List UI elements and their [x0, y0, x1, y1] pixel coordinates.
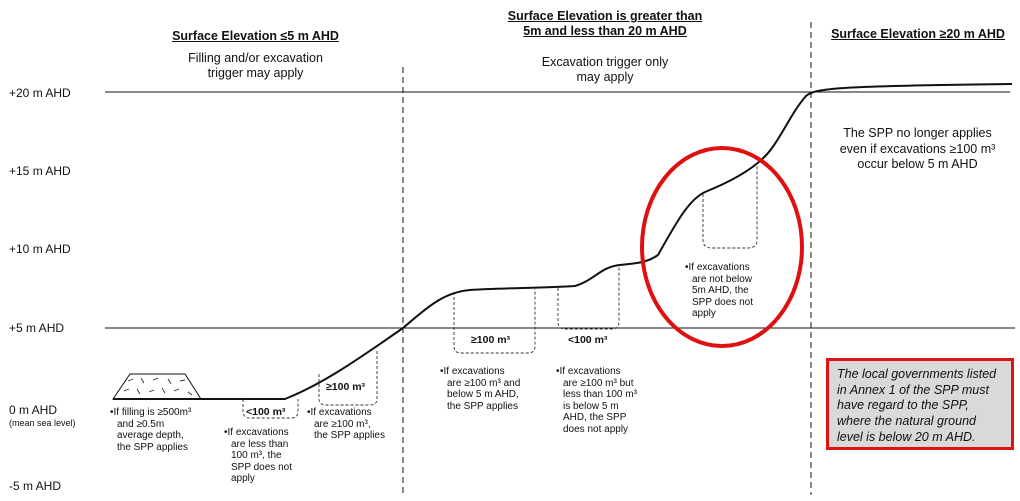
- fill-mound: [112, 373, 202, 400]
- fill-mound-texture: [123, 377, 193, 396]
- volume-label-lt100-mid: <100 m³: [568, 334, 608, 346]
- note-lt100-mid: If excavations are ≥100 m³ but less than…: [556, 366, 666, 435]
- axis-label-plus5: +5 m AHD: [9, 321, 65, 335]
- note-lt100-low: If excavations are less than 100 m³, the…: [224, 427, 309, 485]
- pit-ge100-low: [318, 350, 378, 406]
- volume-label-ge100-low: ≥100 m³: [326, 381, 366, 393]
- note-no-longer-applies: The SPP no longer applies even if excava…: [839, 126, 996, 172]
- annex-callout: The local governments listed in Annex 1 …: [826, 358, 1014, 450]
- note-not-below: If excavations are not below 5m AHD, the…: [685, 262, 780, 320]
- axis-label-plus15: +15 m AHD: [9, 164, 71, 178]
- volume-label-ge100-mid: ≥100 m³: [471, 334, 511, 346]
- axis-sublabel-msl: (mean sea level): [9, 418, 76, 428]
- volume-label-lt100-low: <100 m³: [246, 406, 286, 418]
- highlight-ellipse: [640, 146, 804, 348]
- pit-lt100-low: [242, 399, 299, 419]
- zone-title-high: Surface Elevation ≥20 m AHD: [831, 27, 1005, 41]
- note-ge100-mid: If excavations are ≥100 m³ and below 5 m…: [440, 366, 545, 412]
- zone-title-low: Surface Elevation ≤5 m AHD: [172, 29, 339, 43]
- axis-label-minus5: -5 m AHD: [9, 479, 62, 493]
- pit-not-below: [702, 163, 758, 249]
- zone-title-mid: Surface Elevation is greater than 5m and…: [507, 9, 703, 38]
- axis-label-plus10: +10 m AHD: [9, 242, 71, 256]
- axis-label-plus20: +20 m AHD: [9, 86, 71, 100]
- pit-lt100-mid: [557, 265, 620, 330]
- pit-ge100-mid: [453, 289, 536, 354]
- ground-profile: [113, 83, 1013, 400]
- note-filling: If filling is ≥500m³ and ≥0.5m average d…: [110, 407, 218, 453]
- note-ge100-low: If excavations are ≥100 m³, the SPP appl…: [307, 407, 402, 442]
- zone-subtitle-mid: Excavation trigger only may apply: [541, 55, 669, 84]
- zone-subtitle-low: Filling and/or excavation trigger may ap…: [188, 51, 323, 80]
- axis-label-zero: 0 m AHD: [9, 403, 58, 417]
